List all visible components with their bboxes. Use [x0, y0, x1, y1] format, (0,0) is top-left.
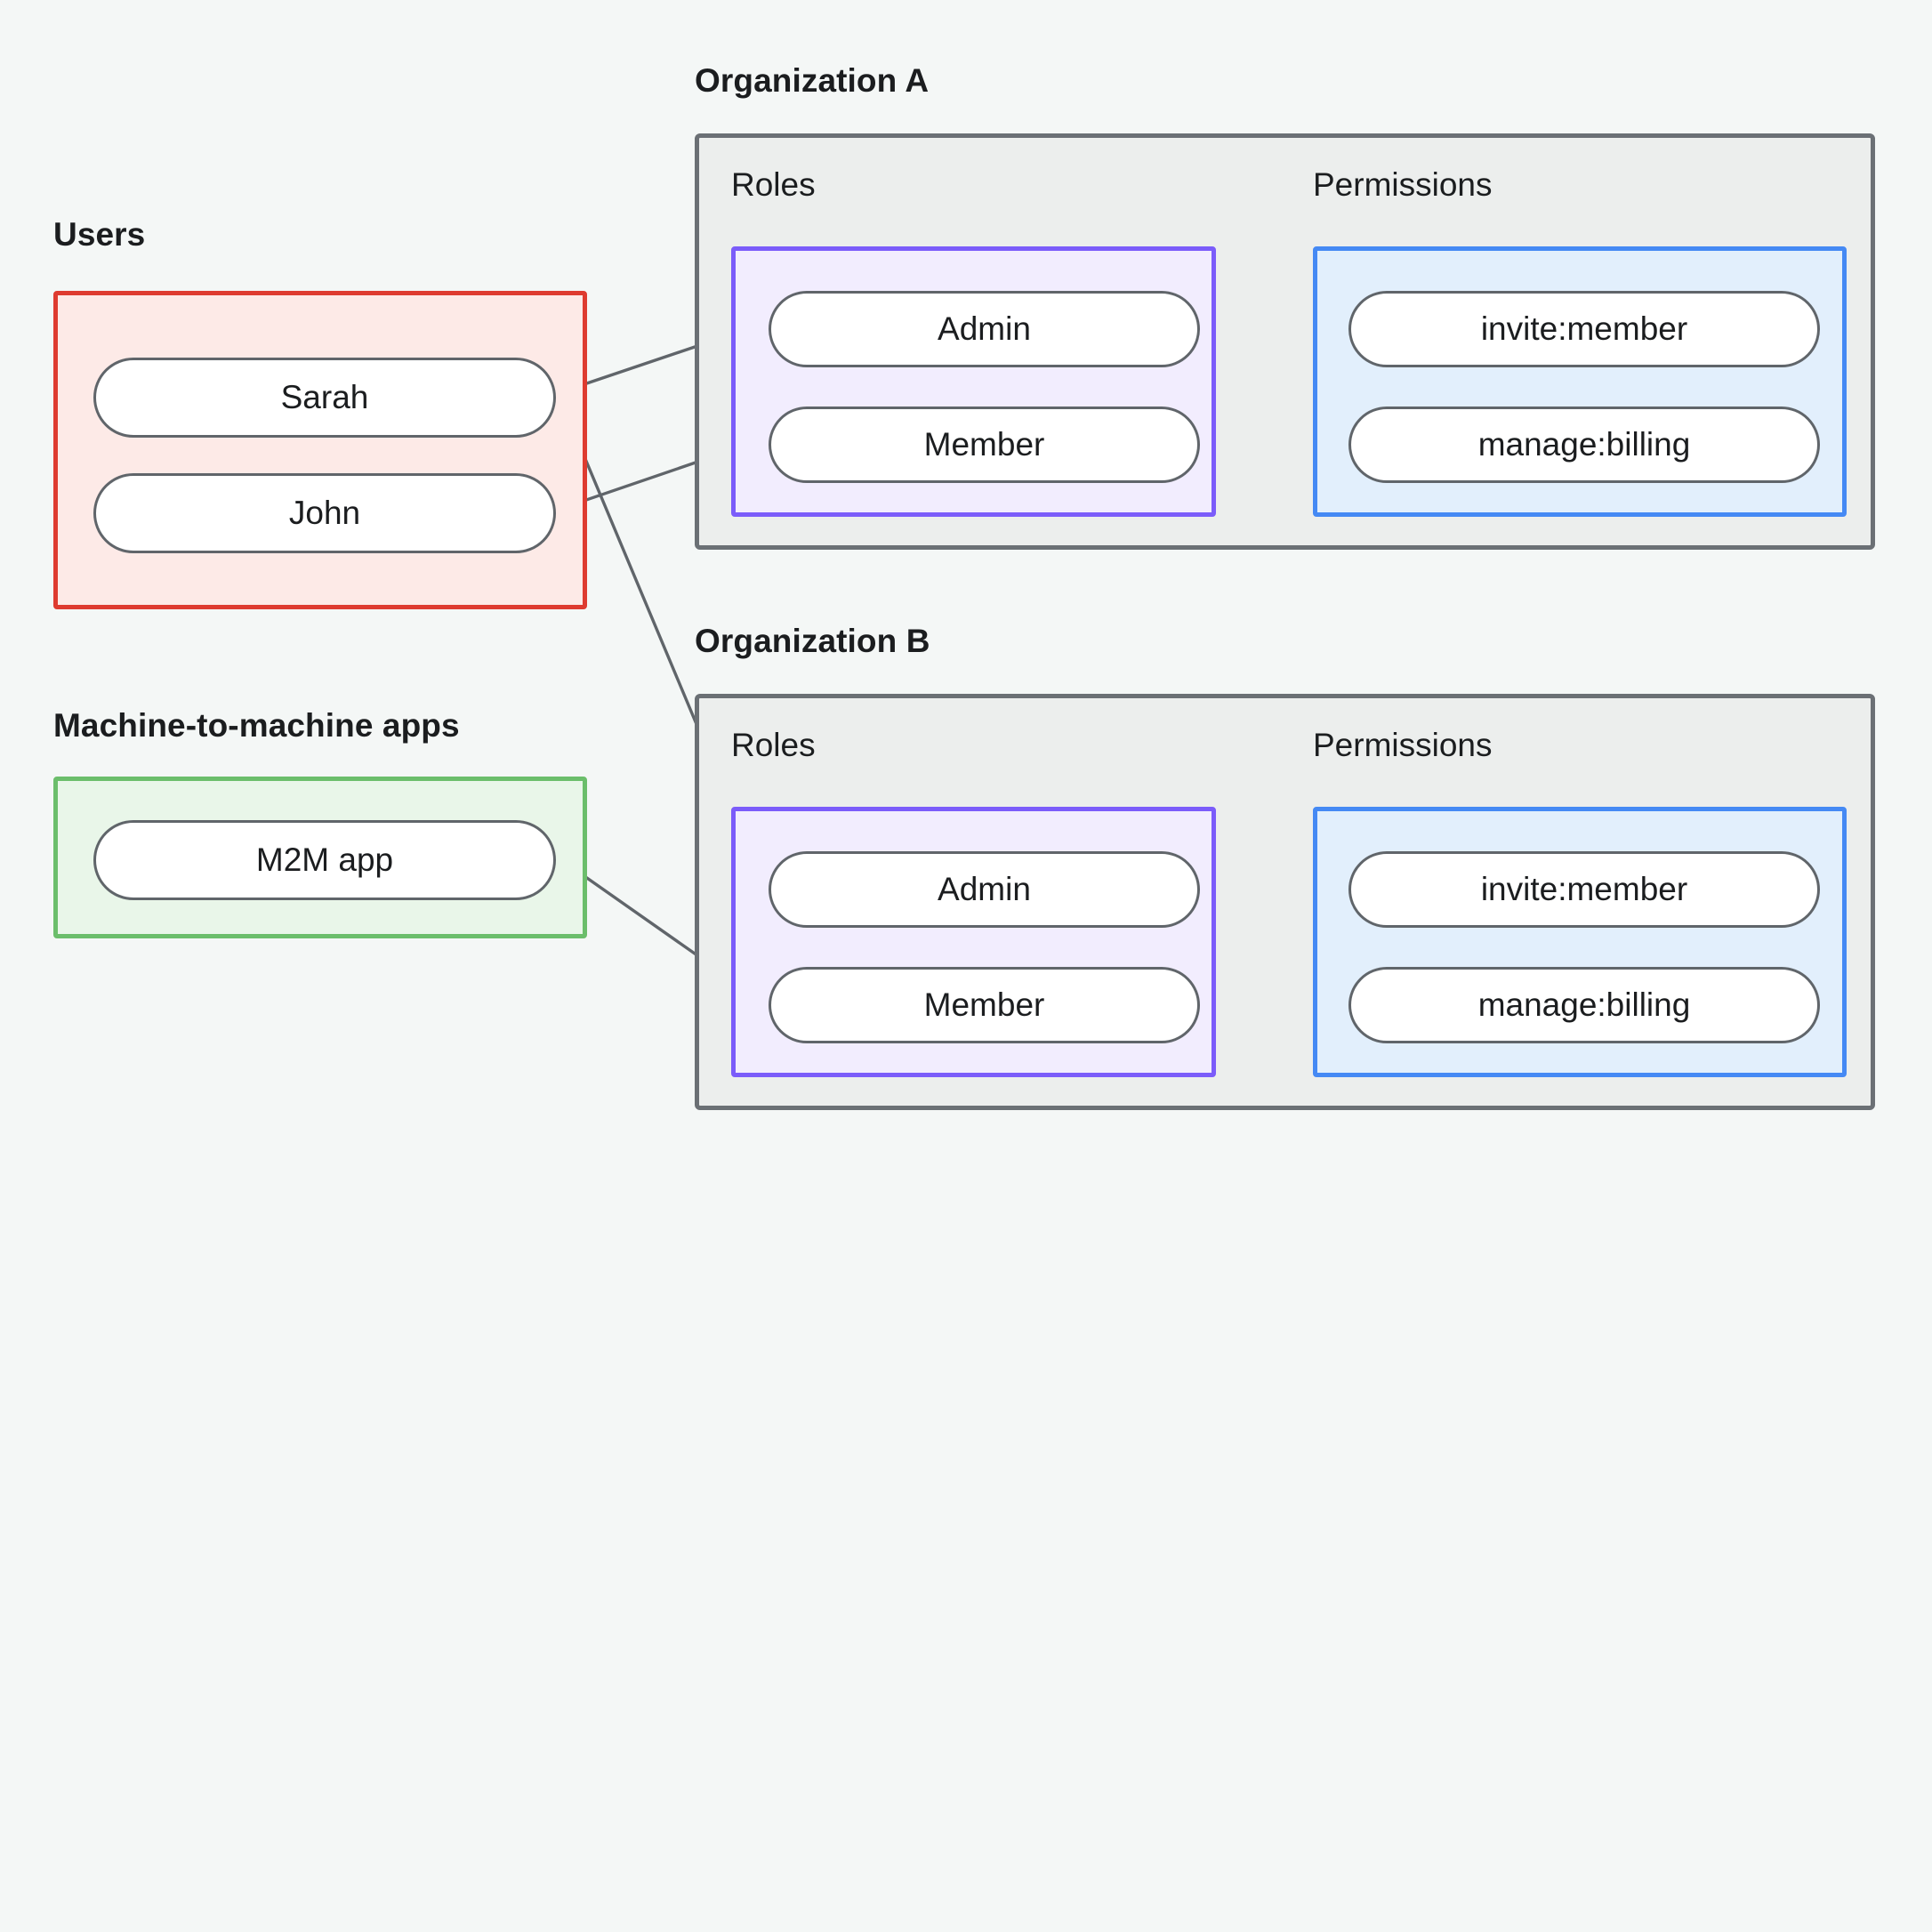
node-label: invite:member: [1480, 310, 1688, 347]
m2m-caption: Machine-to-machine apps: [53, 707, 460, 744]
node-m2m-app[interactable]: M2M app: [93, 820, 556, 900]
node-org-b-invite-member[interactable]: invite:member: [1348, 851, 1820, 928]
node-org-b-admin[interactable]: Admin: [769, 851, 1200, 928]
node-john[interactable]: John: [93, 473, 556, 553]
org-a-permissions-label: Permissions: [1313, 166, 1493, 203]
node-label: Member: [923, 426, 1045, 463]
node-label: Member: [923, 986, 1045, 1023]
node-org-b-member[interactable]: Member: [769, 967, 1200, 1043]
node-label: John: [288, 495, 361, 531]
m2m-container: M2M app: [53, 777, 587, 938]
node-label: Admin: [938, 871, 1031, 907]
node-label: invite:member: [1480, 871, 1688, 907]
node-label: manage:billing: [1477, 986, 1691, 1023]
node-org-b-manage-billing[interactable]: manage:billing: [1348, 967, 1820, 1043]
org-b-roles-label: Roles: [731, 727, 816, 763]
org-b-container: Roles Admin Member Permissions invite:me…: [695, 694, 1875, 1110]
org-a-roles-group: Admin Member: [731, 246, 1216, 517]
node-org-a-admin[interactable]: Admin: [769, 291, 1200, 367]
org-a-caption: Organization A: [695, 62, 930, 99]
node-org-a-member[interactable]: Member: [769, 407, 1200, 483]
org-b-permissions-group: invite:member manage:billing: [1313, 807, 1847, 1077]
node-org-a-manage-billing[interactable]: manage:billing: [1348, 407, 1820, 483]
users-caption: Users: [53, 216, 146, 253]
node-org-a-invite-member[interactable]: invite:member: [1348, 291, 1820, 367]
org-a-container: Roles Admin Member Permissions invite:me…: [695, 133, 1875, 550]
node-label: manage:billing: [1477, 426, 1691, 463]
node-label: M2M app: [255, 841, 394, 878]
node-label: Sarah: [280, 379, 369, 415]
users-container: Sarah John: [53, 291, 587, 609]
node-sarah[interactable]: Sarah: [93, 358, 556, 438]
org-a-permissions-group: invite:member manage:billing: [1313, 246, 1847, 517]
org-a-roles-label: Roles: [731, 166, 816, 203]
org-b-roles-group: Admin Member: [731, 807, 1216, 1077]
org-b-caption: Organization B: [695, 623, 930, 659]
node-label: Admin: [938, 310, 1031, 347]
org-b-permissions-label: Permissions: [1313, 727, 1493, 763]
